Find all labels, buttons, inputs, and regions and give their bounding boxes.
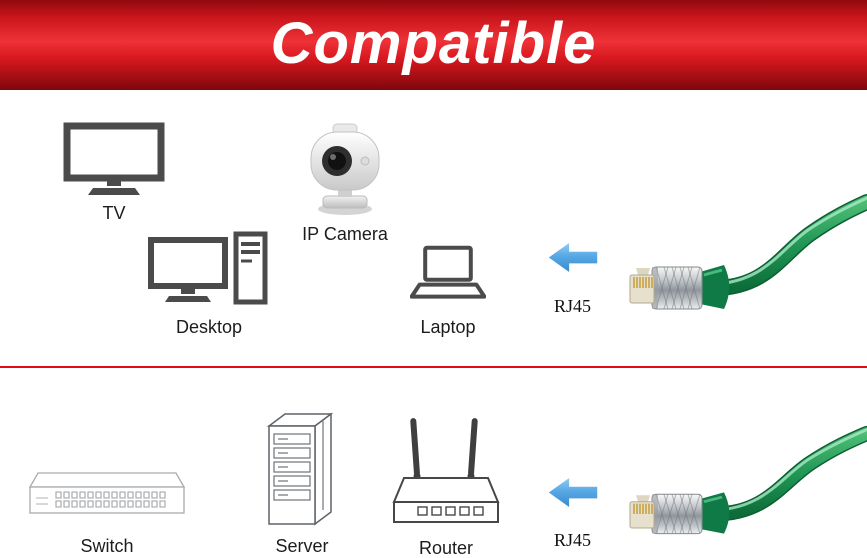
section-divider: [0, 366, 867, 368]
cable-boot: [700, 492, 730, 534]
device-label-laptop: Laptop: [420, 317, 476, 337]
switch-icon: [28, 472, 186, 514]
rj45-label-bottom: RJ45: [553, 530, 591, 550]
ethernet-cable-image-top: [626, 192, 867, 335]
server-icon: [266, 412, 334, 526]
device-server: [261, 410, 343, 530]
laptop-icon: [410, 245, 486, 299]
device-label-switch: Switch: [80, 536, 134, 556]
banner: Compatible: [0, 0, 867, 90]
device-label-desktop: Desktop: [175, 317, 243, 337]
ethernet-cable-svg: [629, 425, 867, 535]
ethernet-cable-svg: [629, 194, 867, 310]
device-ip-camera: [303, 116, 387, 218]
cable-cord: [706, 425, 867, 522]
cable-cord: [706, 194, 867, 296]
left-arrow-svg: [548, 242, 598, 273]
device-label-tv: TV: [102, 203, 126, 223]
ip-camera-icon: [310, 123, 380, 215]
device-label-ip-camera: IP Camera: [302, 224, 388, 244]
device-label-server: Server: [275, 536, 329, 556]
device-switch: [28, 453, 186, 523]
left-arrow-icon: [548, 477, 598, 508]
rj45-label-top: RJ45: [553, 296, 591, 316]
cable-boot: [700, 265, 730, 309]
device-label-router: Router: [418, 538, 474, 558]
device-router: [392, 416, 500, 533]
rj45-connector: [629, 266, 703, 310]
desktop-icon: [148, 231, 268, 305]
left-arrow-svg: [548, 477, 598, 508]
device-laptop: [410, 238, 486, 312]
router-icon: [392, 418, 500, 523]
ethernet-cable-image-bottom: [626, 424, 867, 558]
left-arrow-icon: [548, 242, 598, 273]
tv-icon: [63, 122, 165, 195]
device-tv: [63, 122, 165, 200]
banner-title: Compatible: [270, 10, 597, 76]
device-desktop: [148, 231, 270, 313]
rj45-connector: [629, 493, 703, 535]
